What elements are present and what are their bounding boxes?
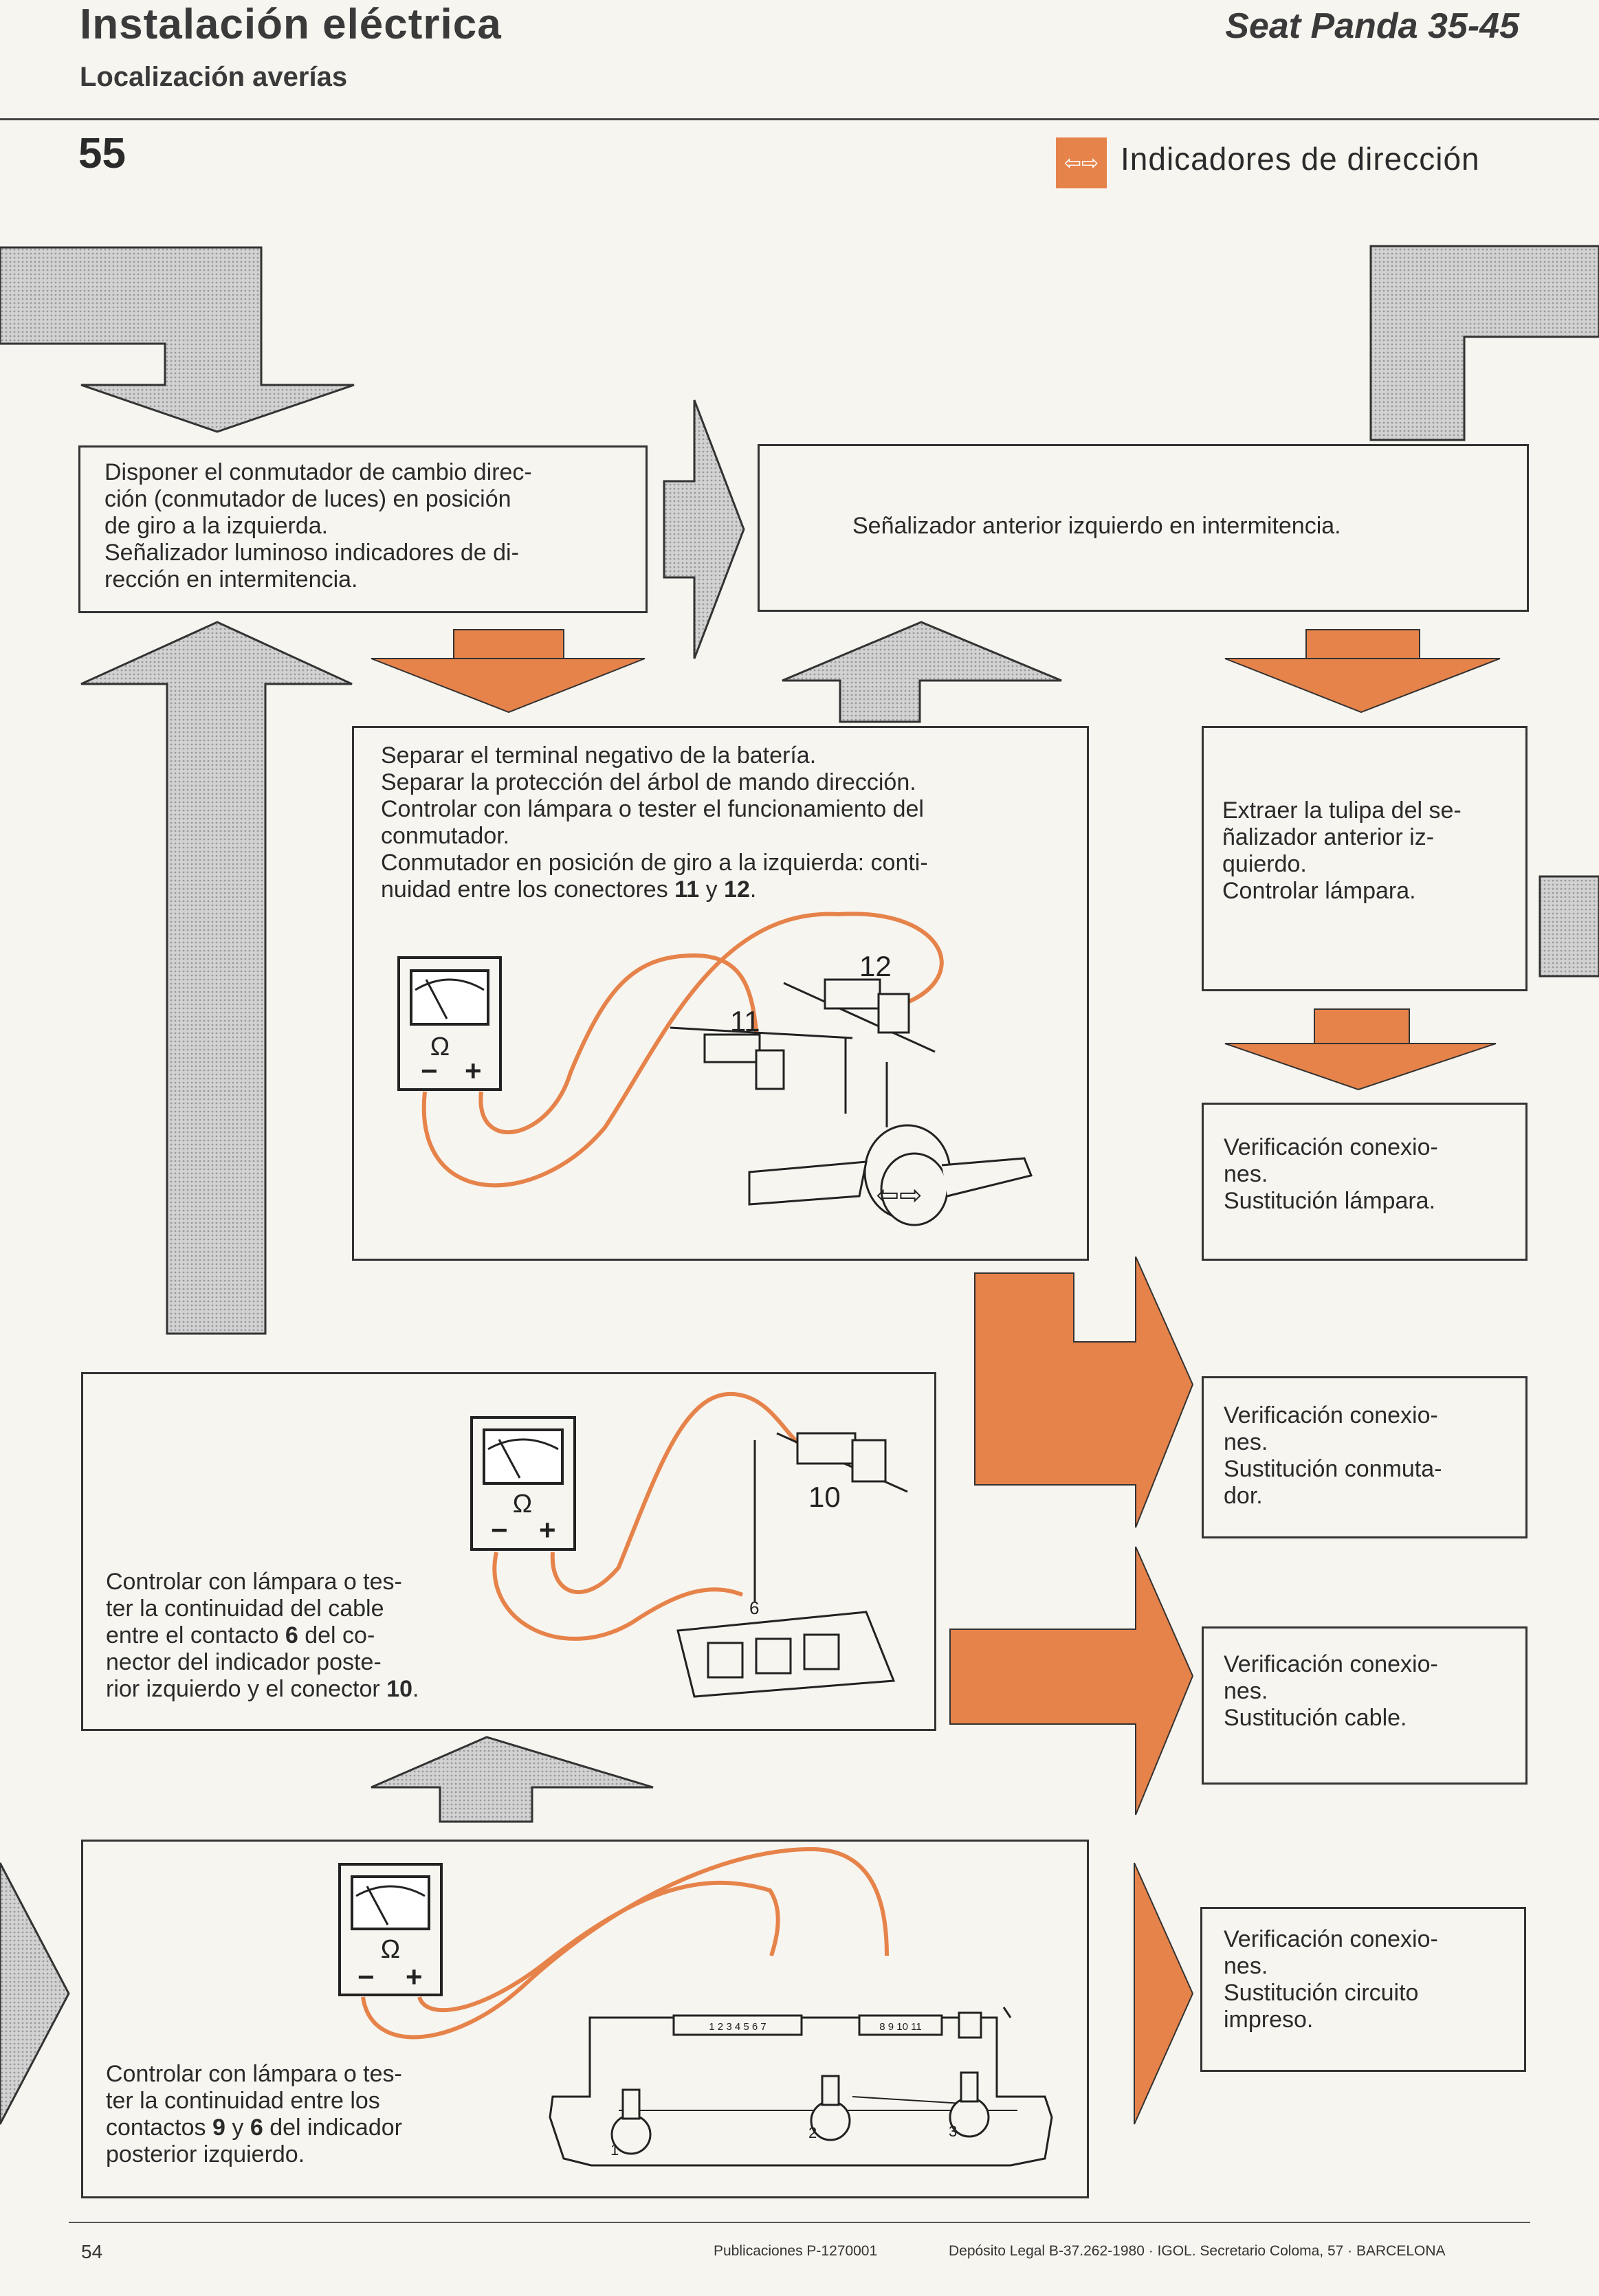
- step4-line-1: Extraer la tulipa del se-: [1222, 797, 1462, 824]
- orange-arrow-step2-down: [1224, 629, 1501, 714]
- step10-and: y: [232, 2115, 244, 2141]
- contact-6b-ref: 6: [250, 2115, 263, 2141]
- contact-9-ref: 9: [212, 2115, 225, 2141]
- step2-text: Señalizador anterior izquierdo en interm…: [852, 513, 1341, 539]
- step6-line-1: Verificación conexio-: [1224, 1402, 1438, 1428]
- step8-line-3: Sustitución circuito: [1224, 1980, 1419, 2006]
- step4-line-4: Controlar lámpara.: [1222, 878, 1416, 904]
- section-title: Indicadores de dirección: [1121, 141, 1480, 177]
- grey-arrow-up-to-step9: [371, 1736, 654, 1823]
- step8-line-4: impreso.: [1224, 2007, 1314, 2033]
- orange-arrow-to-step8: [1134, 1862, 1194, 2125]
- header-divider: [0, 118, 1599, 120]
- step3-line-4: conmutador.: [381, 823, 510, 849]
- step3-text: nuidad entre los conectores: [381, 876, 668, 903]
- footer-divider: [69, 2222, 1530, 2223]
- step3-line-1: Separar el terminal negativo de la bater…: [381, 742, 817, 769]
- page-title: Instalación eléctrica: [80, 1, 502, 48]
- step6-line-3: Sustitución conmuta-: [1224, 1456, 1442, 1482]
- step1-line-5: rección en intermitencia.: [104, 566, 358, 593]
- step6-line-4: dor.: [1224, 1483, 1263, 1509]
- step5-line-2: nes.: [1224, 1161, 1268, 1187]
- page-subtitle: Localización averías: [80, 62, 348, 92]
- step4-line-2: ñalizador anterior iz-: [1222, 824, 1435, 850]
- grey-arrow-right-edge: [1539, 875, 1599, 978]
- step9-line-2: ter la continuidad del cable: [106, 1596, 384, 1622]
- vehicle-model: Seat Panda 35-45: [1225, 6, 1519, 46]
- orange-arrow-to-step7: [949, 1546, 1194, 1815]
- grey-arrow-up-to-step2: [782, 621, 1062, 723]
- step9-text-b: del co-: [305, 1622, 375, 1648]
- footer-publication: Publicaciones P-1270001: [714, 2243, 878, 2259]
- step5-line-3: Sustitución lámpara.: [1224, 1188, 1436, 1214]
- step3-and: y: [705, 876, 718, 903]
- orange-arrow-to-step6: [974, 1256, 1194, 1528]
- step1-box: [78, 445, 648, 613]
- step3-period: .: [749, 876, 757, 903]
- step7-line-3: Sustitución cable.: [1224, 1705, 1407, 1731]
- step7-line-2: nes.: [1224, 1678, 1268, 1704]
- step7-line-1: Verificación conexio-: [1224, 1651, 1438, 1677]
- orange-arrow-step4-down: [1224, 1008, 1497, 1091]
- footer-legal: Depósito Legal B-37.262-1980 · IGOL. Sec…: [949, 2243, 1446, 2259]
- grey-arrow-left-up: [80, 621, 353, 1335]
- step4-line-3: quierdo.: [1222, 851, 1307, 877]
- step6-line-2: nes.: [1224, 1429, 1268, 1455]
- page-number: 55: [78, 130, 126, 177]
- turn-signal-arrows-icon: ⇦⇨: [1056, 137, 1107, 188]
- step9-line-5: rior izquierdo y el conector 10.: [106, 1676, 419, 1703]
- step3-line-5: Conmutador en posición de giro a la izqu…: [381, 850, 928, 876]
- step9-text-a: entre el contacto: [106, 1622, 279, 1648]
- grey-arrow-top-left: [0, 246, 355, 433]
- connector-12-ref: 12: [724, 876, 750, 903]
- step1-line-3: de giro a la izquierda.: [104, 513, 329, 539]
- step9-text-c: rior izquierdo y el conector: [106, 1676, 380, 1702]
- step10-text-b: del indicador: [269, 2115, 402, 2141]
- step2-box: [758, 444, 1529, 612]
- connector-11-ref: 11: [674, 876, 700, 903]
- step10-line-1: Controlar con lámpara o tes-: [106, 2061, 402, 2087]
- grey-arrow-step1-to-step2: [663, 399, 745, 659]
- step8-box: [1200, 1907, 1526, 2072]
- step3-line-6: nuidad entre los conectores 11 y 12.: [381, 876, 756, 903]
- contact-6-ref: 6: [285, 1622, 298, 1648]
- step1-line-2: ción (conmutador de luces) en posición: [104, 486, 511, 512]
- step3-line-3: Controlar con lámpara o tester el funcio…: [381, 796, 924, 822]
- step1-line-1: Disponer el conmutador de cambio direc-: [104, 459, 532, 485]
- step9-line-4: nector del indicador poste-: [106, 1649, 382, 1675]
- step7-box: [1202, 1626, 1528, 1785]
- step9-line-3: entre el contacto 6 del co-: [106, 1622, 375, 1649]
- grey-arrow-top-right: [1369, 245, 1599, 441]
- step9-period: .: [412, 1676, 419, 1702]
- step5-line-1: Verificación conexio-: [1224, 1134, 1438, 1160]
- step4-box: [1202, 726, 1528, 991]
- step1-line-4: Señalizador luminoso indicadores de di-: [104, 540, 519, 566]
- step10-line-4: posterior izquierdo.: [106, 2141, 305, 2167]
- step6-box: [1202, 1376, 1528, 1538]
- step10-line-2: ter la continuidad entre los: [106, 2088, 380, 2114]
- footer-page-number: 54: [81, 2241, 103, 2262]
- step10-text-a: contactos: [106, 2115, 206, 2141]
- orange-arrow-step1-down: [371, 629, 646, 714]
- step9-line-1: Controlar con lámpara o tes-: [106, 1569, 402, 1595]
- connector-10-ref: 10: [386, 1676, 413, 1702]
- step10-line-3: contactos 9 y 6 del indicador: [106, 2115, 402, 2141]
- step3-line-2: Separar la protección del árbol de mando…: [381, 769, 916, 795]
- step5-box: [1202, 1103, 1528, 1261]
- step8-line-1: Verificación conexio-: [1224, 1926, 1438, 1952]
- grey-arrow-left-edge: [0, 1862, 70, 2125]
- step8-line-2: nes.: [1224, 1953, 1268, 1979]
